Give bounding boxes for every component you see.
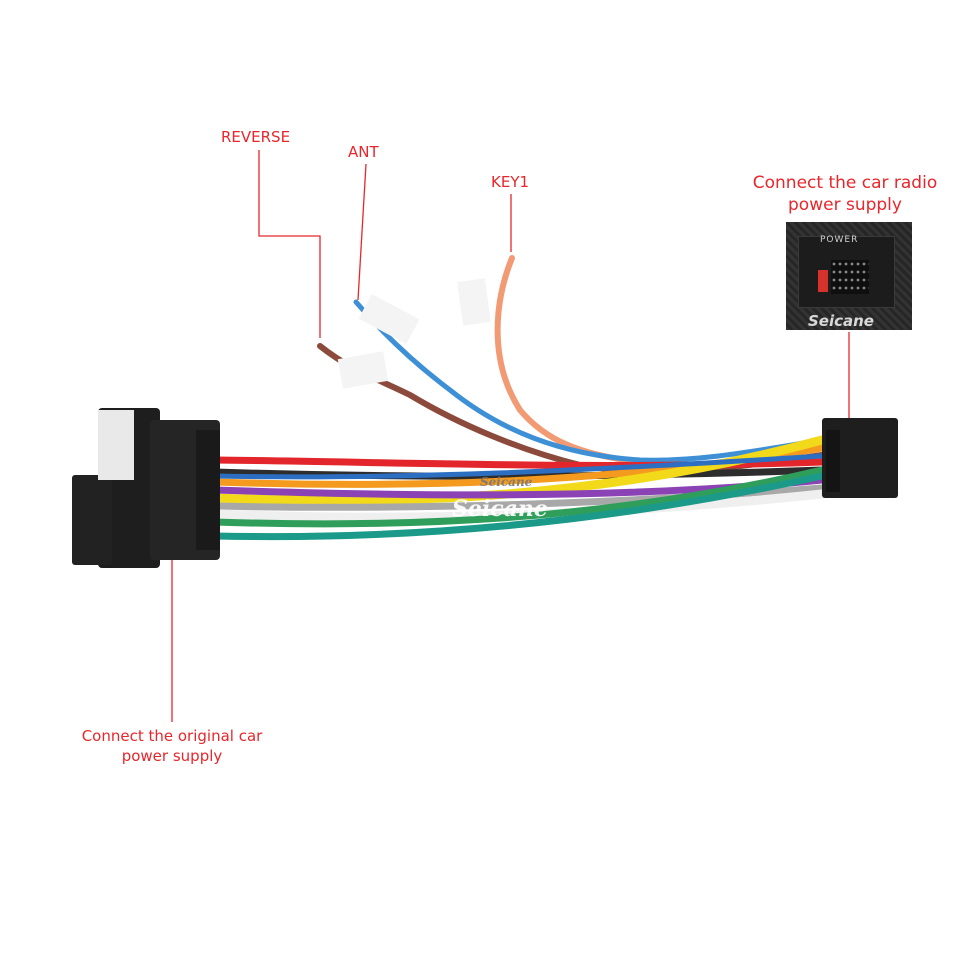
radio-power-label-line1: Connect the car radio	[752, 173, 938, 193]
original-power-label-line1: Connect the original car	[81, 727, 263, 745]
radio-power-label-line2: power supply	[788, 195, 902, 215]
reverse-wire-tag	[337, 351, 389, 389]
port-pins	[831, 260, 869, 294]
connector-sticker	[98, 410, 134, 480]
ant-callout-line	[357, 163, 367, 301]
single-wires	[317, 255, 825, 475]
reverse-callout-line	[258, 150, 321, 338]
reverse-label: REVERSE	[221, 128, 291, 146]
radio-power-port-photo: POWER Seicane	[786, 222, 912, 330]
red-port-tab	[818, 270, 828, 292]
small-watermark: Seicane	[480, 475, 533, 489]
radio-connector	[822, 418, 898, 498]
callout-lines	[171, 150, 850, 722]
main-watermark: Seicane	[452, 496, 548, 522]
original-car-connector	[72, 408, 220, 568]
wire-teal	[211, 472, 826, 541]
original-power-label: Connect the original car power supply	[72, 726, 272, 766]
key1-label: KEY1	[491, 173, 530, 191]
radio-power-label: Connect the car radio power supply	[745, 172, 945, 216]
wire-blue	[212, 453, 825, 480]
harness-wire-bundle	[210, 435, 827, 541]
inset-watermark: Seicane	[808, 312, 874, 330]
wire-black-1	[211, 466, 826, 480]
wire-green	[211, 466, 826, 528]
ant-wire	[353, 299, 825, 463]
power-port-text: POWER	[820, 235, 859, 245]
wire-tags	[337, 278, 491, 389]
original-power-label-line2: power supply	[121, 747, 223, 765]
ant-wire-tag	[358, 293, 420, 345]
key1-wire-tag	[457, 278, 491, 326]
ant-label: ANT	[348, 143, 379, 161]
